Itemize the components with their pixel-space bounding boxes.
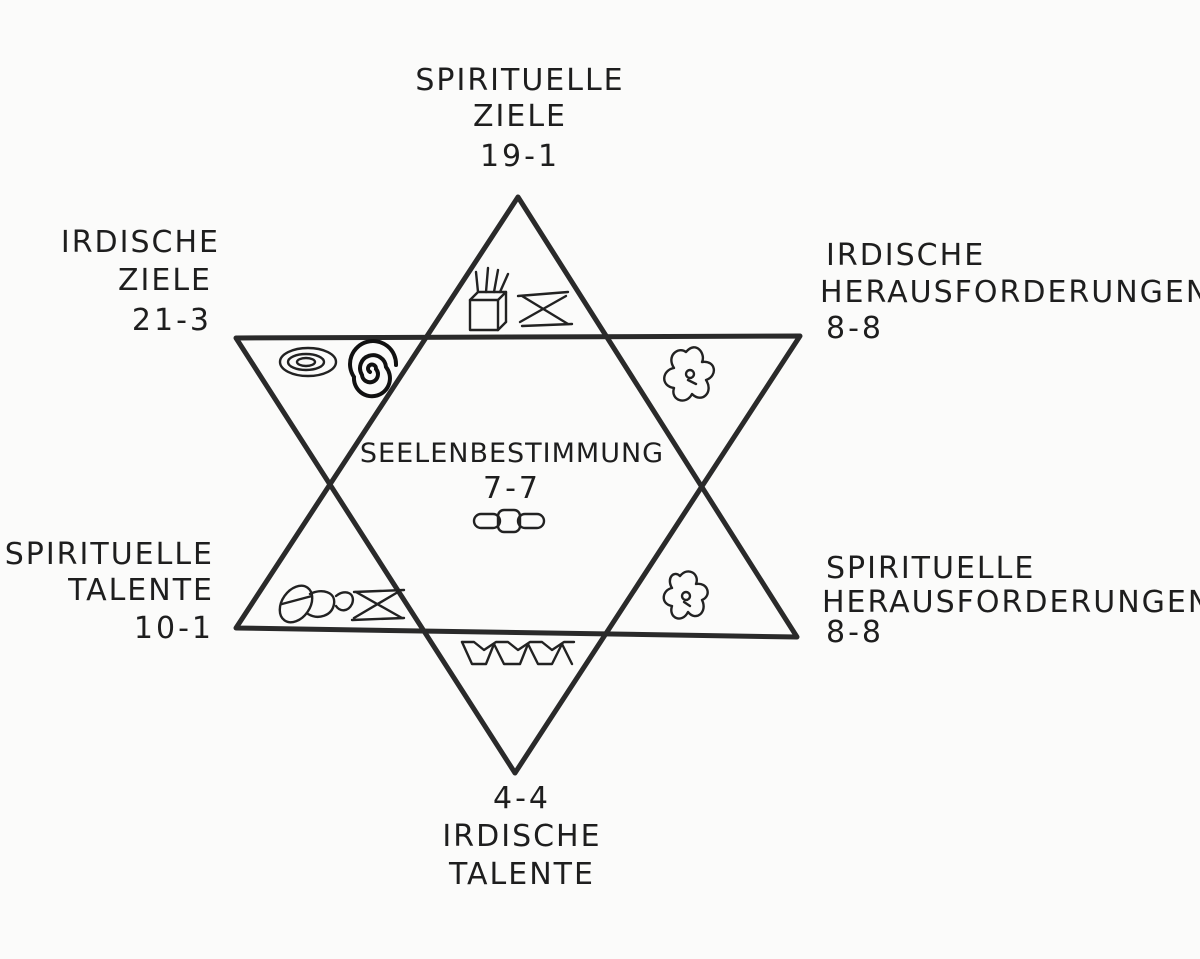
label-value: 8-8 — [826, 311, 884, 346]
link-icon — [278, 584, 355, 624]
label-value: 19-1 — [480, 139, 560, 174]
hexagram — [233, 194, 803, 776]
label-line: ZIELE — [118, 263, 212, 298]
label-line: SPIRITUELLE — [5, 537, 214, 572]
label-line: HERAUSFORDERUNGEN — [820, 275, 1200, 310]
label-value: 21-3 — [132, 303, 212, 338]
label-value: 4-4 — [493, 781, 551, 816]
crossed-lines-icon — [350, 588, 406, 622]
label-spirituelle-herausforderungen: SPIRITUELLE HERAUSFORDERUNGEN 8-8 — [822, 551, 1200, 650]
flower-icon — [663, 346, 715, 402]
label-line: HERAUSFORDERUNGEN — [822, 585, 1200, 620]
label-irdische-talente: 4-4 IRDISCHE TALENTE — [442, 781, 601, 892]
label-irdische-herausforderungen: IRDISCHE HERAUSFORDERUNGEN 8-8 — [820, 238, 1200, 346]
label-value: 8-8 — [826, 615, 884, 650]
zigzag-icon — [460, 640, 576, 666]
spiral-icon — [348, 339, 399, 399]
label-line: TALENTE — [448, 857, 595, 892]
label-spirituelle-talente: SPIRITUELLE TALENTE 10-1 — [5, 537, 214, 646]
downward-triangle — [233, 333, 803, 776]
center-seelenbestimmung: SEELENBESTIMMUNG 7-7 — [360, 438, 664, 506]
crossed-lines-icon — [516, 290, 574, 328]
flower-icon — [662, 570, 709, 620]
label-irdische-ziele: IRDISCHE ZIELE 21-3 — [61, 225, 220, 338]
loop-icon — [278, 346, 338, 378]
label-line: IRDISCHE — [442, 819, 601, 854]
label-line: ZIELE — [473, 99, 567, 134]
chain-icon — [472, 508, 546, 534]
label-line: IRDISCHE — [826, 238, 985, 273]
center-value: 7-7 — [483, 471, 541, 506]
label-line: SPIRITUELLE — [415, 63, 624, 98]
label-line: IRDISCHE — [61, 225, 220, 260]
label-line: SPIRITUELLE — [826, 551, 1035, 586]
label-line: TALENTE — [67, 573, 214, 608]
upward-triangle — [233, 194, 800, 640]
label-value: 10-1 — [134, 611, 214, 646]
label-spirituelle-ziele: SPIRITUELLE ZIELE 19-1 — [415, 63, 624, 174]
altar-candles-icon — [468, 266, 510, 332]
center-title: SEELENBESTIMMUNG — [360, 438, 664, 469]
